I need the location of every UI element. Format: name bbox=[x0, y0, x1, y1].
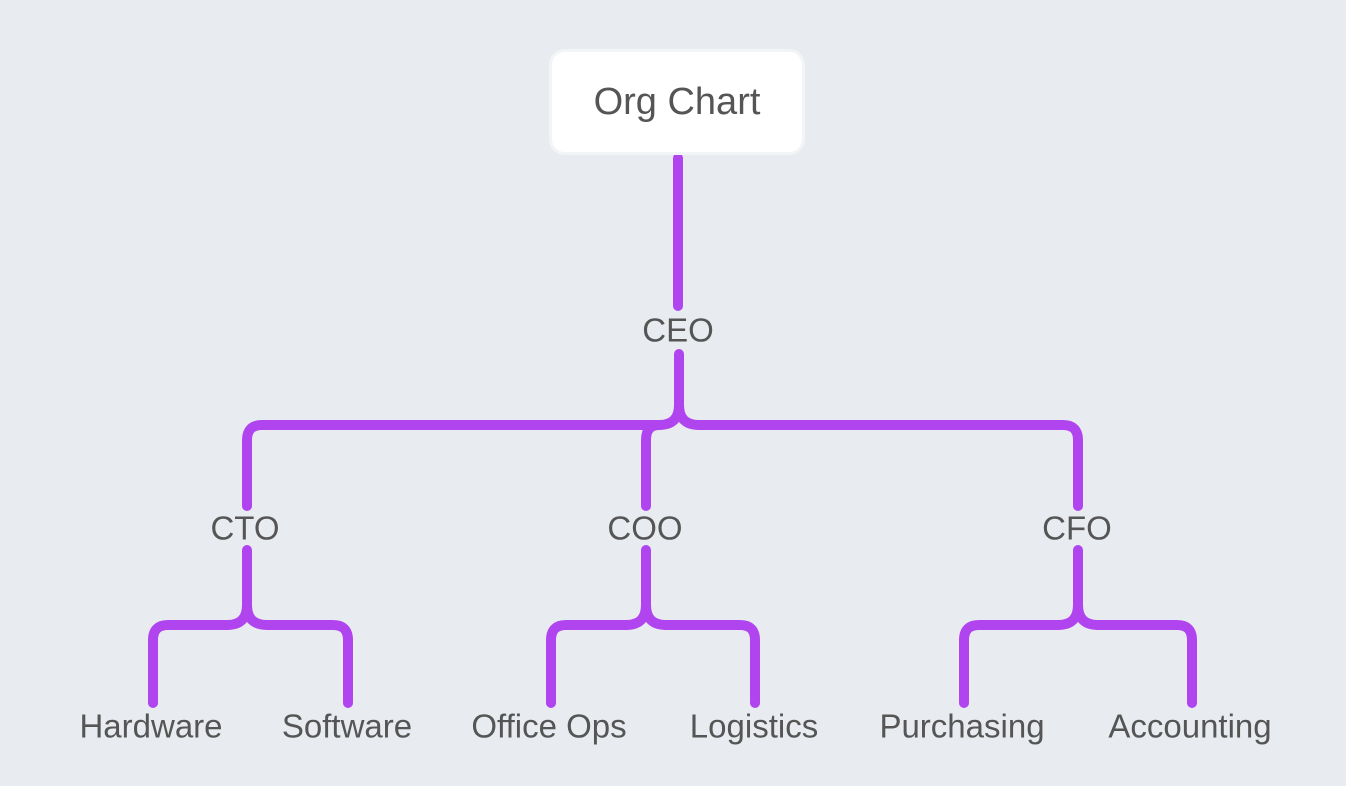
node-coo[interactable]: COO bbox=[607, 509, 683, 547]
node-accounting[interactable]: Accounting bbox=[1108, 707, 1272, 745]
node-purchasing[interactable]: Purchasing bbox=[879, 707, 1045, 745]
node-ceo[interactable]: CEO bbox=[642, 311, 714, 349]
node-software[interactable]: Software bbox=[281, 707, 413, 745]
node-logistics[interactable]: Logistics bbox=[689, 707, 819, 745]
connector-coo-reports bbox=[546, 545, 760, 708]
root-node[interactable]: Org Chart bbox=[549, 49, 805, 155]
connector-cto-reports bbox=[148, 545, 353, 708]
root-node-label: Org Chart bbox=[593, 80, 761, 123]
node-office-ops[interactable]: Office Ops bbox=[471, 707, 627, 745]
connector-cfo-reports bbox=[959, 545, 1197, 708]
connector-ceo-executives bbox=[242, 349, 1083, 511]
node-hardware[interactable]: Hardware bbox=[79, 707, 223, 745]
node-cto[interactable]: CTO bbox=[210, 509, 280, 547]
node-cfo[interactable]: CFO bbox=[1042, 509, 1112, 547]
